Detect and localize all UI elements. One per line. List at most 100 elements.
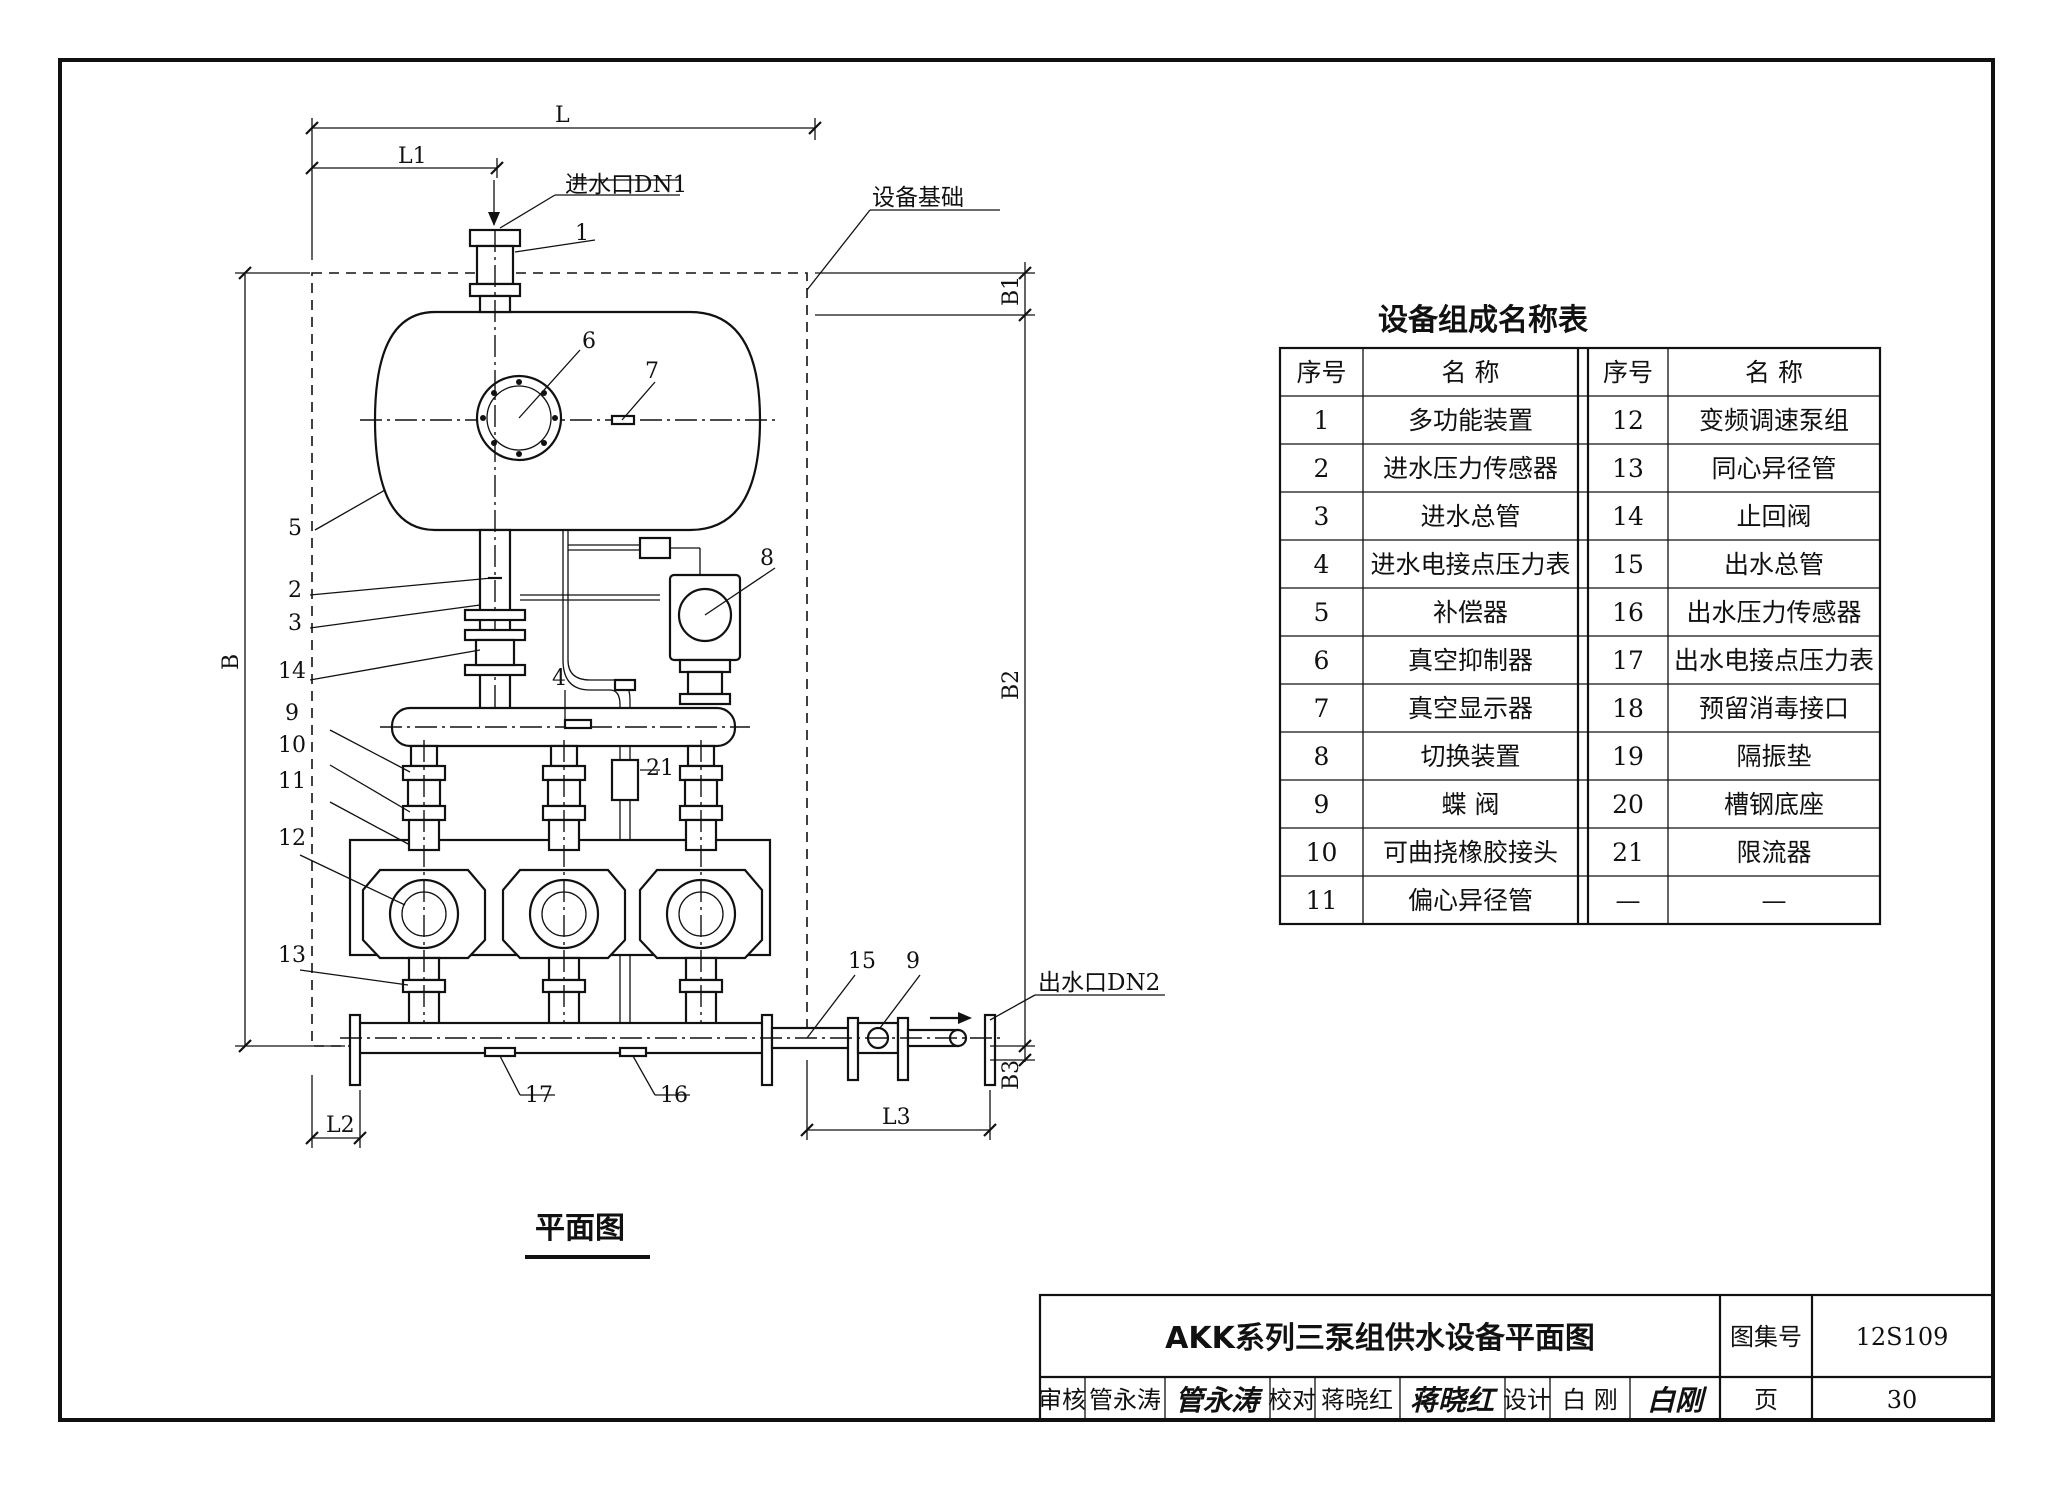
table-row-1-col1: 多功能装置 (1408, 406, 1533, 435)
table-header-col2: 序号 (1603, 358, 1653, 387)
callout-6: 6 (582, 329, 596, 354)
callout-21: 21 (646, 756, 674, 781)
switching-device (520, 530, 742, 1030)
callout-11: 11 (278, 769, 306, 794)
table-row-8-col3: 隔振垫 (1736, 742, 1811, 771)
parts-table-title: 设备组成名称表 (1378, 303, 1588, 338)
table-row-10-col3: 限流器 (1736, 838, 1811, 867)
inlet-pipe (463, 180, 527, 720)
table-row-7-col1: 真空显示器 (1408, 694, 1533, 723)
leader-lines (299, 179, 1165, 1096)
table-row-1-col3: 变频调速泵组 (1699, 406, 1849, 435)
check-label: 校对 (1268, 1386, 1316, 1414)
pump-2 (501, 740, 627, 1035)
table-row-11-col1: 偏心异径管 (1408, 886, 1533, 915)
dim-B2: B2 (999, 670, 1024, 700)
table-row-10-col1: 可曲挠橡胶接头 (1383, 838, 1558, 867)
callout-1: 1 (575, 221, 589, 246)
callout-3: 3 (288, 611, 302, 636)
plan-drawing: 进水口DN1 设备基础 出水口DN2 L L1 L2 L3 B B1 B2 B3… (219, 103, 1165, 1259)
table-row-6-col3: 出水电接点压力表 (1674, 646, 1874, 675)
table-row-5-col1: 补偿器 (1433, 598, 1508, 627)
dim-L: L (555, 103, 570, 128)
table-row-6-col0: 6 (1314, 646, 1330, 675)
table-header-col1: 名 称 (1442, 358, 1500, 387)
table-row-7-col3: 预留消毒接口 (1699, 694, 1849, 723)
outlet-label: 出水口DN2 (1038, 970, 1160, 996)
callout-15: 15 (848, 949, 876, 974)
title-block: AKK系列三泵组供水设备平面图 图集号 12S109 页 30 审核 管永涛 管… (1038, 1293, 1995, 1422)
table-row-9-col3: 槽钢底座 (1724, 790, 1824, 819)
callout-10: 10 (278, 733, 306, 758)
table-row-7-col2: 18 (1612, 694, 1644, 723)
inlet-pressure-gauge (563, 718, 593, 730)
dim-L1: L1 (398, 144, 427, 169)
reviewer-name: 管永涛 (1089, 1386, 1161, 1414)
table-row-10-col0: 10 (1306, 838, 1338, 867)
callout-16: 16 (660, 1083, 688, 1108)
table-row-6-col2: 17 (1612, 646, 1644, 675)
designer-signature: 白刚 (1647, 1384, 1708, 1417)
table-row-6-col1: 真空抑制器 (1408, 646, 1533, 675)
table-row-9-col1: 蝶 阀 (1442, 790, 1500, 819)
table-row-5-col2: 16 (1612, 598, 1644, 627)
table-row-8-col2: 19 (1612, 742, 1644, 771)
callout-14: 14 (278, 659, 306, 684)
callout-2: 2 (288, 578, 302, 603)
table-row-3-col3: 止回阀 (1736, 502, 1811, 531)
table-row-11-col0: 11 (1306, 886, 1338, 915)
table-row-3-col1: 进水总管 (1420, 502, 1520, 531)
callout-4: 4 (552, 666, 566, 691)
table-row-11-col2: — (1616, 886, 1641, 915)
design-label: 设计 (1503, 1386, 1551, 1414)
dim-L3: L3 (882, 1105, 911, 1130)
table-row-7-col0: 7 (1314, 694, 1330, 723)
table-row-1-col0: 1 (1314, 406, 1330, 435)
callout-8: 8 (760, 546, 774, 571)
drawing-labels: 进水口DN1 设备基础 出水口DN2 L L1 L2 L3 B B1 B2 B3… (219, 103, 1160, 1259)
callout-5: 5 (288, 516, 302, 541)
page-number: 30 (1887, 1386, 1918, 1414)
table-row-9-col0: 9 (1314, 790, 1330, 819)
table-row-5-col3: 出水压力传感器 (1686, 598, 1861, 627)
table-row-9-col2: 20 (1612, 790, 1644, 819)
outlet-pressure-sensor (618, 1046, 648, 1058)
table-row-2-col1: 进水压力传感器 (1383, 454, 1558, 483)
suction-header (380, 706, 750, 748)
table-header-col0: 序号 (1296, 358, 1346, 387)
table-row-3-col0: 3 (1314, 502, 1330, 531)
sheet-border (58, 58, 1995, 1422)
pump-3 (638, 740, 764, 1035)
checker-signature: 蒋晓红 (1410, 1384, 1499, 1417)
table-row-2-col0: 2 (1314, 454, 1330, 483)
plan-view-label: 平面图 (535, 1211, 625, 1246)
table-row-4-col3: 出水总管 (1724, 550, 1824, 579)
callout-13: 13 (278, 943, 306, 968)
table-row-11-col3: — (1762, 886, 1787, 915)
callout-17: 17 (525, 1083, 553, 1108)
table-row-8-col1: 切换装置 (1420, 742, 1520, 771)
review-label: 审核 (1038, 1386, 1086, 1414)
checker-name: 蒋晓红 (1321, 1386, 1393, 1414)
check-valve (474, 638, 516, 667)
dimension-lines (235, 118, 1035, 1148)
callout-9: 9 (285, 701, 299, 726)
table-row-4-col1: 进水电接点压力表 (1370, 550, 1570, 579)
foundation-label: 设备基础 (872, 185, 964, 211)
discharge-header (340, 1012, 1005, 1087)
flow-limiter (610, 758, 640, 802)
callout-12: 12 (278, 826, 306, 851)
inlet-label: 进水口DN1 (565, 172, 687, 198)
page-label: 页 (1754, 1386, 1778, 1414)
dim-B3: B3 (999, 1060, 1024, 1090)
atlas-number: 12S109 (1856, 1323, 1949, 1351)
callout-9-outlet: 9 (906, 949, 920, 974)
outlet-pressure-gauge (483, 1046, 517, 1058)
callout-7: 7 (645, 359, 659, 384)
compensator-tank (360, 310, 780, 532)
atlas-number-label: 图集号 (1730, 1323, 1802, 1351)
table-row-2-col2: 13 (1612, 454, 1644, 483)
table-row-1-col2: 12 (1612, 406, 1644, 435)
